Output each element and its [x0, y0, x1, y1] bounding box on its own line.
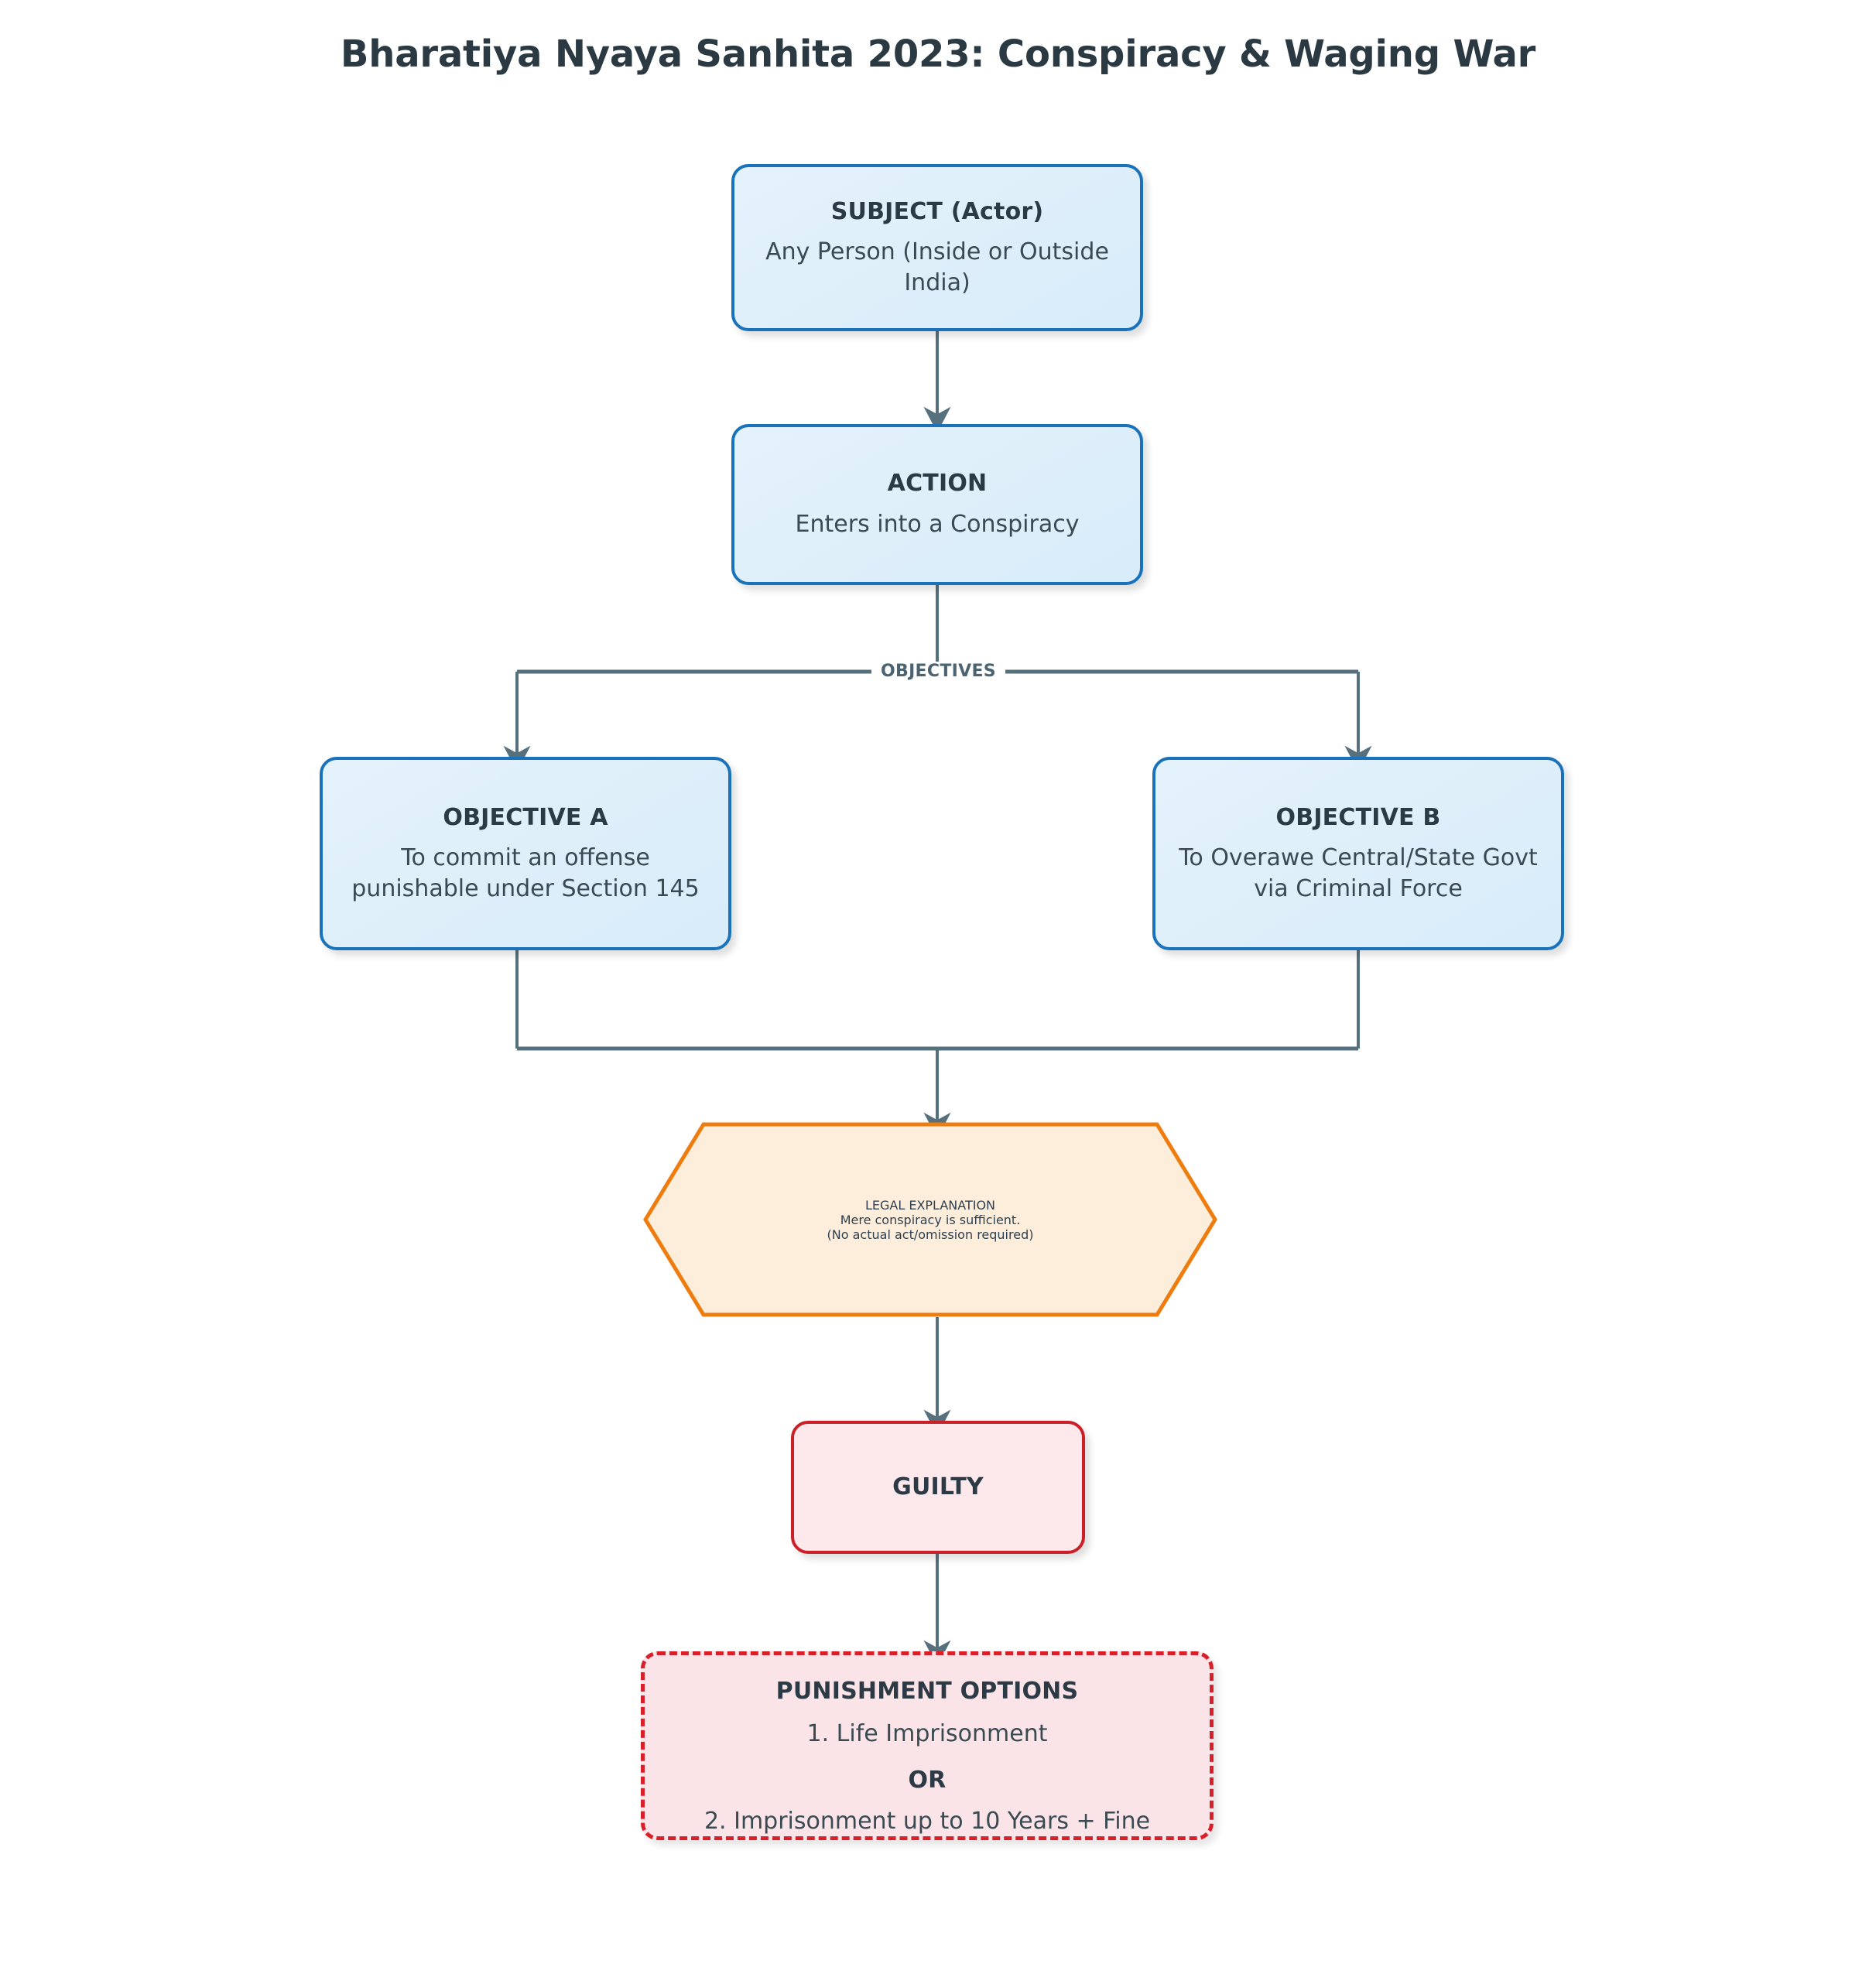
- node-legal-explanation-subtitle: Mere conspiracy is sufficient. (No actua…: [827, 1213, 1034, 1242]
- node-punishment-connector: OR: [908, 1767, 947, 1795]
- page-title: Bharatiya Nyaya Sanhita 2023: Conspiracy…: [340, 33, 1536, 76]
- edge-label-objectives: OBJECTIVES: [871, 662, 1005, 681]
- hexagon-shape: [643, 1122, 1217, 1317]
- node-objective-a-line1: To commit an offense: [401, 844, 650, 872]
- node-guilty-title: GUILTY: [892, 1473, 984, 1501]
- node-legal-explanation-line1: Mere conspiracy is sufficient.: [840, 1212, 1021, 1227]
- node-punishment-options[interactable]: PUNISHMENT OPTIONS 1. Life Imprisonment …: [641, 1651, 1214, 1840]
- node-subject[interactable]: SUBJECT (Actor) Any Person (Inside or Ou…: [731, 164, 1143, 331]
- node-objective-b-title: OBJECTIVE B: [1275, 803, 1441, 831]
- node-action-title: ACTION: [887, 470, 988, 498]
- node-punishment-option-2: 2. Imprisonment up to 10 Years + Fine: [704, 1807, 1151, 1835]
- node-subject-title: SUBJECT (Actor): [830, 197, 1044, 225]
- node-objective-b-line2: via Criminal Force: [1254, 874, 1463, 902]
- node-legal-explanation[interactable]: LEGAL EXPLANATION Mere conspiracy is suf…: [643, 1122, 1217, 1317]
- node-objective-a-subtitle: To commit an offense punishable under Se…: [351, 843, 699, 904]
- node-punishment-title: PUNISHMENT OPTIONS: [775, 1678, 1079, 1705]
- node-subject-subtitle: Any Person (Inside or Outside India): [765, 238, 1109, 296]
- node-objective-b[interactable]: OBJECTIVE B To Overawe Central/State Gov…: [1152, 757, 1564, 950]
- node-legal-explanation-line2: (No actual act/omission required): [827, 1227, 1034, 1242]
- node-objective-a[interactable]: OBJECTIVE A To commit an offense punisha…: [320, 757, 731, 950]
- node-guilty[interactable]: GUILTY: [791, 1421, 1085, 1554]
- node-objective-a-line2: punishable under Section 145: [351, 874, 700, 902]
- node-punishment-option-1: 1. Life Imprisonment: [806, 1719, 1048, 1747]
- node-action[interactable]: ACTION Enters into a Conspiracy: [731, 424, 1143, 585]
- node-objective-b-line1: To Overawe Central/State Govt: [1179, 844, 1538, 872]
- node-action-subtitle: Enters into a Conspiracy: [795, 510, 1080, 538]
- node-legal-explanation-title: LEGAL EXPLANATION: [864, 1197, 996, 1213]
- node-objective-a-title: OBJECTIVE A: [443, 803, 608, 831]
- node-objective-b-subtitle: To Overawe Central/State Govt via Crimin…: [1179, 843, 1538, 904]
